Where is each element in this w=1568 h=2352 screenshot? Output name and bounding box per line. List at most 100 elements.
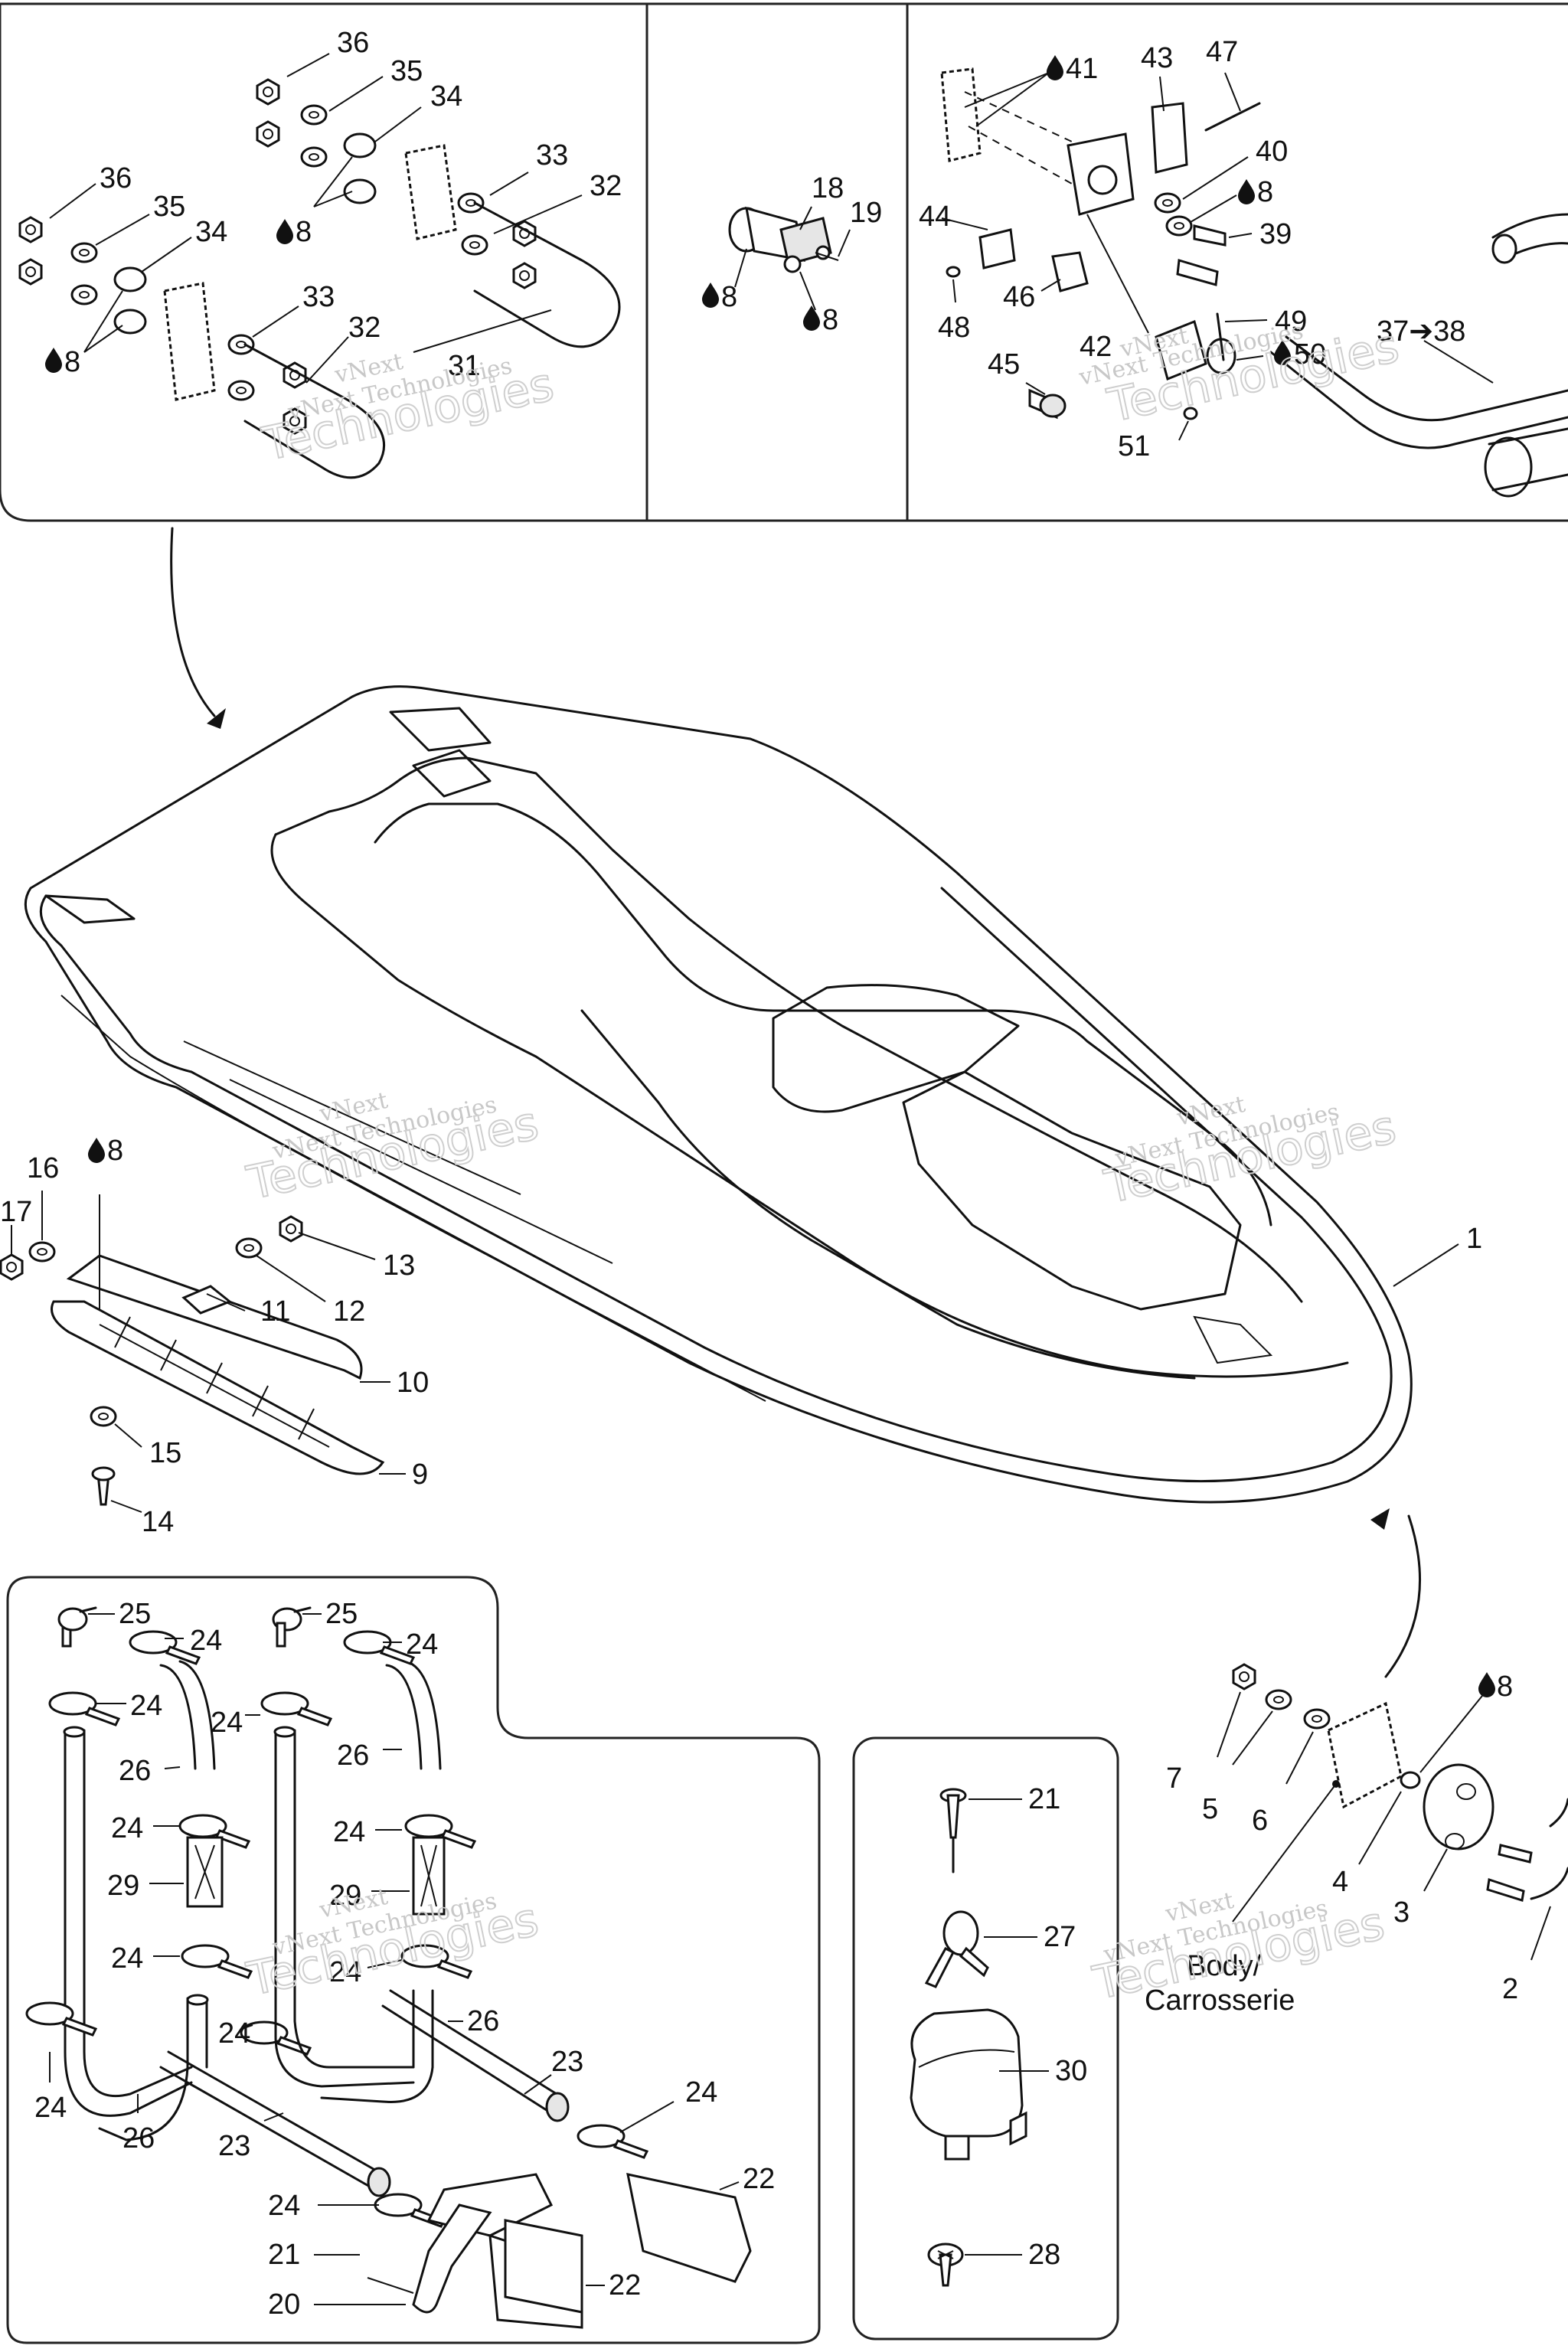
callout-26c: 26 bbox=[448, 2005, 499, 2037]
svg-text:49: 49 bbox=[1275, 305, 1307, 338]
callout-16: 16 bbox=[27, 1152, 59, 1240]
svg-text:34: 34 bbox=[195, 216, 227, 248]
callout-39: 39 bbox=[1228, 218, 1292, 250]
svg-text:23: 23 bbox=[551, 2046, 583, 2078]
callout-34b: 34 bbox=[141, 216, 227, 273]
callout-25a: 25 bbox=[88, 1598, 151, 1630]
svg-text:7: 7 bbox=[1166, 1762, 1182, 1795]
svg-text:36: 36 bbox=[337, 27, 369, 59]
callout-20: 20 bbox=[268, 2288, 406, 2321]
screw-part bbox=[927, 2243, 964, 2287]
callout-24d: 24 bbox=[211, 1707, 260, 1739]
callout-14: 14 bbox=[110, 1500, 174, 1538]
svg-text:29: 29 bbox=[107, 1870, 139, 1902]
svg-text:21: 21 bbox=[1028, 1783, 1060, 1815]
callout-34a: 34 bbox=[374, 80, 462, 142]
svg-text:26: 26 bbox=[337, 1740, 369, 1772]
callout-6: 6 bbox=[1252, 1731, 1314, 1837]
svg-text:30: 30 bbox=[1055, 2055, 1087, 2087]
callout-25b: 25 bbox=[302, 1598, 358, 1630]
svg-text:46: 46 bbox=[1003, 281, 1035, 313]
callout-41: 41 bbox=[964, 53, 1098, 127]
callout-2: 2 bbox=[1502, 1906, 1551, 2005]
svg-text:9: 9 bbox=[412, 1459, 428, 1491]
callout-24i: 24 bbox=[218, 2017, 253, 2050]
callout-8d: 8 bbox=[799, 271, 838, 336]
svg-text:8: 8 bbox=[721, 281, 737, 313]
callout-19: 19 bbox=[838, 197, 882, 257]
svg-text:26: 26 bbox=[122, 2122, 155, 2154]
svg-text:4: 4 bbox=[1332, 1866, 1348, 1898]
svg-text:33: 33 bbox=[302, 281, 335, 313]
svg-text:8: 8 bbox=[64, 346, 80, 378]
callout-8g: 8 bbox=[1419, 1671, 1513, 1773]
callout-36b: 36 bbox=[49, 162, 132, 219]
svg-text:24: 24 bbox=[406, 1628, 438, 1661]
svg-text:11: 11 bbox=[260, 1295, 290, 1328]
svg-text:43: 43 bbox=[1141, 42, 1173, 74]
svg-text:24: 24 bbox=[685, 2076, 717, 2109]
svg-text:10: 10 bbox=[397, 1367, 429, 1399]
callout-29a: 29 bbox=[107, 1870, 184, 1902]
callout-27: 27 bbox=[984, 1921, 1076, 1953]
callout-21b: 21 bbox=[969, 1783, 1060, 1815]
svg-text:5: 5 bbox=[1202, 1793, 1218, 1825]
svg-text:18: 18 bbox=[812, 172, 844, 204]
callout-47: 47 bbox=[1206, 36, 1241, 112]
watermark-3: vNext vNext Technologies Technologies bbox=[242, 1087, 544, 1211]
callout-9: 9 bbox=[379, 1459, 428, 1491]
callout-26a: 26 bbox=[119, 1755, 181, 1787]
callout-22b: 22 bbox=[586, 2269, 641, 2301]
svg-text:16: 16 bbox=[27, 1152, 59, 1184]
svg-text:24: 24 bbox=[211, 1707, 243, 1739]
fastener-panel bbox=[852, 1736, 1119, 2341]
svg-text:31: 31 bbox=[448, 350, 480, 382]
watermark-4: vNext vNext Technologies Technologies bbox=[1099, 1091, 1402, 1215]
svg-text:29: 29 bbox=[329, 1880, 361, 1912]
callout-24a: 24 bbox=[165, 1625, 222, 1657]
callout-13: 13 bbox=[298, 1232, 415, 1282]
callout-46: 46 bbox=[1003, 279, 1061, 313]
callout-26b: 26 bbox=[337, 1740, 402, 1772]
callout-37-38: 37➔38 bbox=[1377, 315, 1494, 384]
callout-1: 1 bbox=[1393, 1223, 1482, 1287]
callout-7: 7 bbox=[1166, 1691, 1241, 1795]
callout-24b: 24 bbox=[96, 1690, 162, 1722]
callout-23a: 23 bbox=[218, 2112, 284, 2162]
svg-text:35: 35 bbox=[390, 55, 423, 87]
callout-23b: 23 bbox=[524, 2046, 583, 2095]
callout-12: 12 bbox=[256, 1255, 365, 1328]
watermark-1: vNext vNext Technologies Technologies bbox=[257, 348, 560, 472]
svg-text:15: 15 bbox=[149, 1437, 181, 1469]
eyelet-assembly bbox=[1232, 1508, 1568, 1902]
svg-text:26: 26 bbox=[467, 2005, 499, 2037]
callout-26d: 26 bbox=[122, 2094, 155, 2154]
watermark-5: vNext vNext Technologies Technologies bbox=[242, 1883, 544, 2007]
svg-text:32: 32 bbox=[590, 170, 622, 202]
svg-text:20: 20 bbox=[268, 2288, 300, 2321]
cable-tie-part bbox=[924, 1910, 989, 1988]
connector-part bbox=[728, 206, 839, 273]
svg-text:24: 24 bbox=[333, 1816, 365, 1848]
svg-text:Body/: Body/ bbox=[1187, 1950, 1262, 1982]
svg-text:22: 22 bbox=[609, 2269, 641, 2301]
svg-text:51: 51 bbox=[1118, 430, 1150, 462]
svg-text:24: 24 bbox=[111, 1812, 143, 1844]
svg-text:42: 42 bbox=[1080, 331, 1112, 363]
svg-text:47: 47 bbox=[1206, 36, 1238, 68]
svg-text:8: 8 bbox=[822, 304, 838, 336]
callout-28: 28 bbox=[965, 2239, 1060, 2271]
svg-text:24: 24 bbox=[111, 1942, 143, 1975]
callout-48: 48 bbox=[938, 279, 970, 344]
callout-8b: 8 bbox=[45, 290, 123, 378]
watercraft-body bbox=[24, 685, 1413, 1504]
callout-43: 43 bbox=[1141, 42, 1173, 112]
svg-text:22: 22 bbox=[743, 2163, 775, 2195]
callout-24g: 24 bbox=[111, 1942, 180, 1975]
svg-text:3: 3 bbox=[1393, 1896, 1410, 1929]
svg-text:24: 24 bbox=[268, 2190, 300, 2222]
svg-text:25: 25 bbox=[325, 1598, 358, 1630]
svg-text:41: 41 bbox=[1066, 53, 1098, 85]
svg-text:1: 1 bbox=[1466, 1223, 1482, 1255]
callout-45: 45 bbox=[988, 348, 1046, 395]
